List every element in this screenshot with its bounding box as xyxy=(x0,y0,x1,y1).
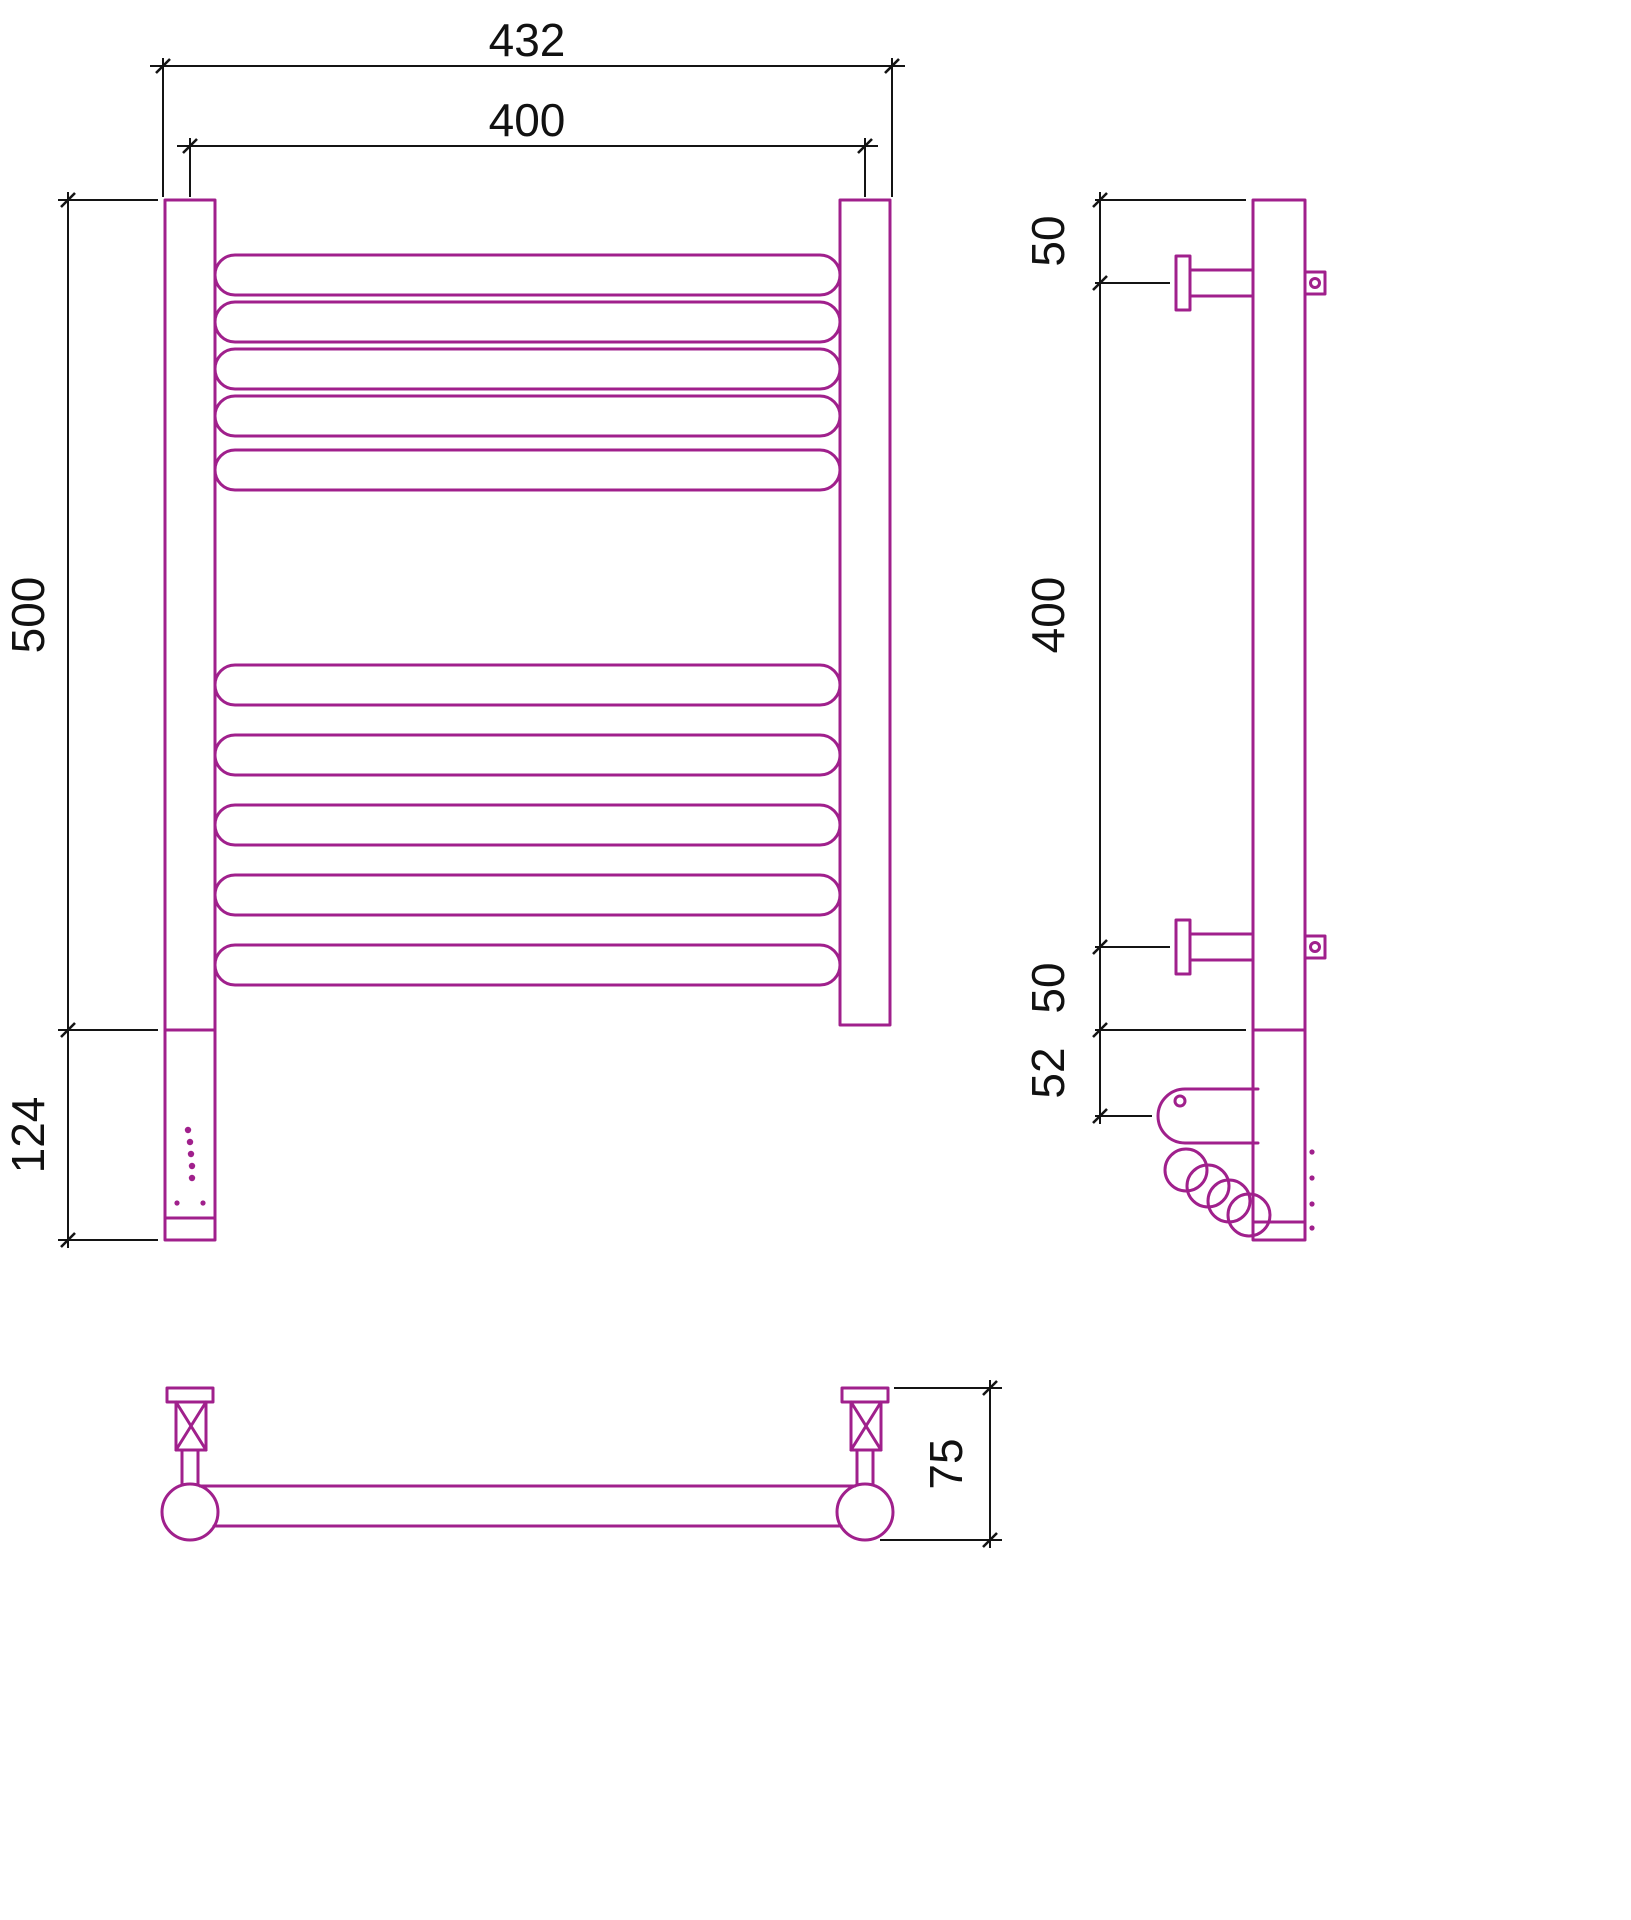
top-left-bracket xyxy=(165,1386,215,1487)
unit-screw-dots xyxy=(174,1200,206,1206)
top-right-post-section xyxy=(835,1482,895,1542)
rung xyxy=(213,663,842,707)
rung xyxy=(213,394,842,438)
dim-text-bottom-bracket-offset: 50 xyxy=(1022,962,1074,1013)
side-view: 50 400 50 52 xyxy=(1022,192,1327,1242)
dim-text-unit-height: 124 xyxy=(2,1097,54,1174)
front-electric-unit xyxy=(163,1028,217,1242)
coiled-cable xyxy=(1163,1147,1272,1238)
rung xyxy=(213,253,842,297)
dim-text-top-bracket-offset: 50 xyxy=(1022,215,1074,266)
wall-bracket-top xyxy=(1174,254,1327,312)
side-unit-dots xyxy=(1309,1149,1315,1231)
dim-text-height: 500 xyxy=(2,577,54,654)
dim-text-bracket-spacing: 400 xyxy=(1022,577,1074,654)
dim-text-overall-width: 432 xyxy=(489,14,566,66)
rung xyxy=(213,733,842,777)
front-right-post xyxy=(838,198,892,1027)
front-left-post xyxy=(163,198,217,1032)
led-indicator-dots xyxy=(184,1126,196,1182)
dim-text-element-offset: 52 xyxy=(1022,1047,1074,1098)
dim-text-pipe-center-width: 400 xyxy=(489,94,566,146)
rung xyxy=(213,873,842,917)
front-view: 432 400 500 124 xyxy=(2,14,905,1248)
rung xyxy=(213,448,842,492)
dim-overall-width: 432 xyxy=(150,14,905,197)
rung xyxy=(213,300,842,344)
rung xyxy=(213,347,842,391)
dim-height-chain: 500 124 xyxy=(2,192,158,1248)
dim-pipe-center-width: 400 xyxy=(177,94,878,197)
top-view: 75 xyxy=(160,1380,1002,1548)
rung xyxy=(213,943,842,987)
side-post xyxy=(1251,198,1307,1242)
rung xyxy=(213,803,842,847)
dim-text-depth: 75 xyxy=(920,1438,972,1489)
top-right-bracket xyxy=(840,1386,890,1487)
heating-element xyxy=(1156,1087,1260,1145)
dim-depth: 75 xyxy=(880,1380,1002,1548)
side-dim-chain: 50 400 50 52 xyxy=(1022,192,1246,1124)
wall-bracket-bottom xyxy=(1174,918,1327,976)
top-left-post-section xyxy=(160,1482,220,1542)
